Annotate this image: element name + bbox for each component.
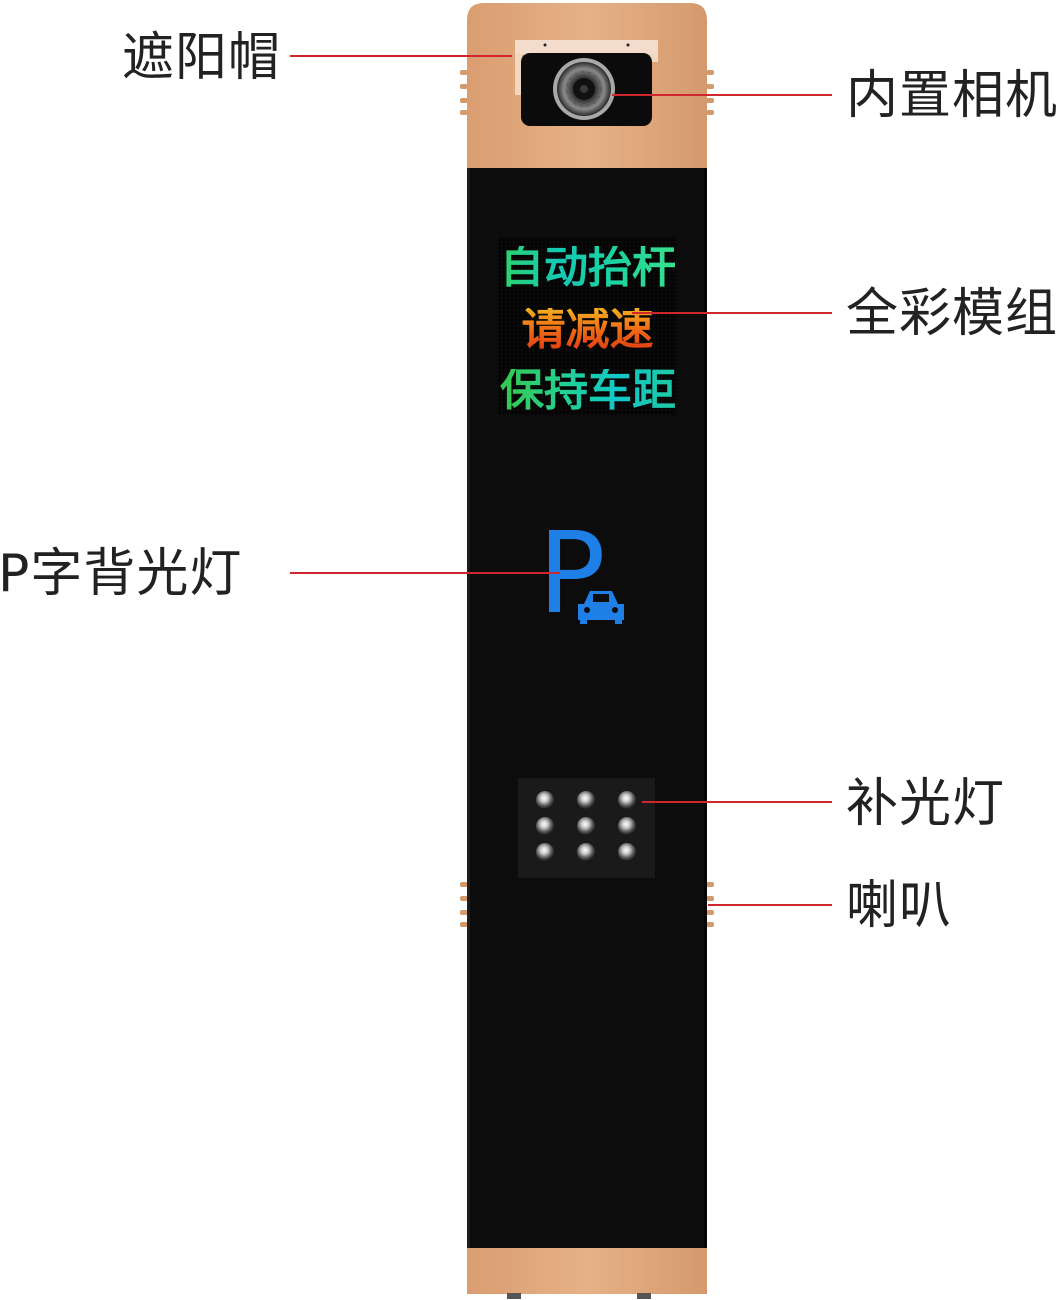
leader-p-backlight xyxy=(290,572,560,574)
p-sign-letter: P xyxy=(538,509,606,639)
display-line-3: 保持车距 xyxy=(500,369,675,413)
base xyxy=(467,1248,707,1294)
leader-fill-light xyxy=(642,801,832,803)
label-sunshade: 遮阳帽 xyxy=(122,28,282,88)
side-grille-top xyxy=(460,70,714,115)
label-fill-light: 补光灯 xyxy=(846,774,1006,834)
car-icon xyxy=(578,591,624,624)
label-color-module: 全彩模组 xyxy=(846,284,1059,344)
display-line-2: 请减速 xyxy=(500,308,675,352)
speaker-grille xyxy=(460,882,714,927)
leader-camera xyxy=(612,94,832,96)
leader-speaker xyxy=(708,904,832,906)
leader-sunshade xyxy=(290,55,512,57)
label-speaker: 喇叭 xyxy=(846,876,953,936)
leader-color-module xyxy=(632,312,832,314)
label-camera: 内置相机 xyxy=(846,66,1059,126)
fill-light-leds xyxy=(536,791,636,861)
label-p-backlight: P字背光灯 xyxy=(0,544,243,604)
color-module xyxy=(498,237,676,415)
display-line-1: 自动抬杆 xyxy=(500,246,675,290)
